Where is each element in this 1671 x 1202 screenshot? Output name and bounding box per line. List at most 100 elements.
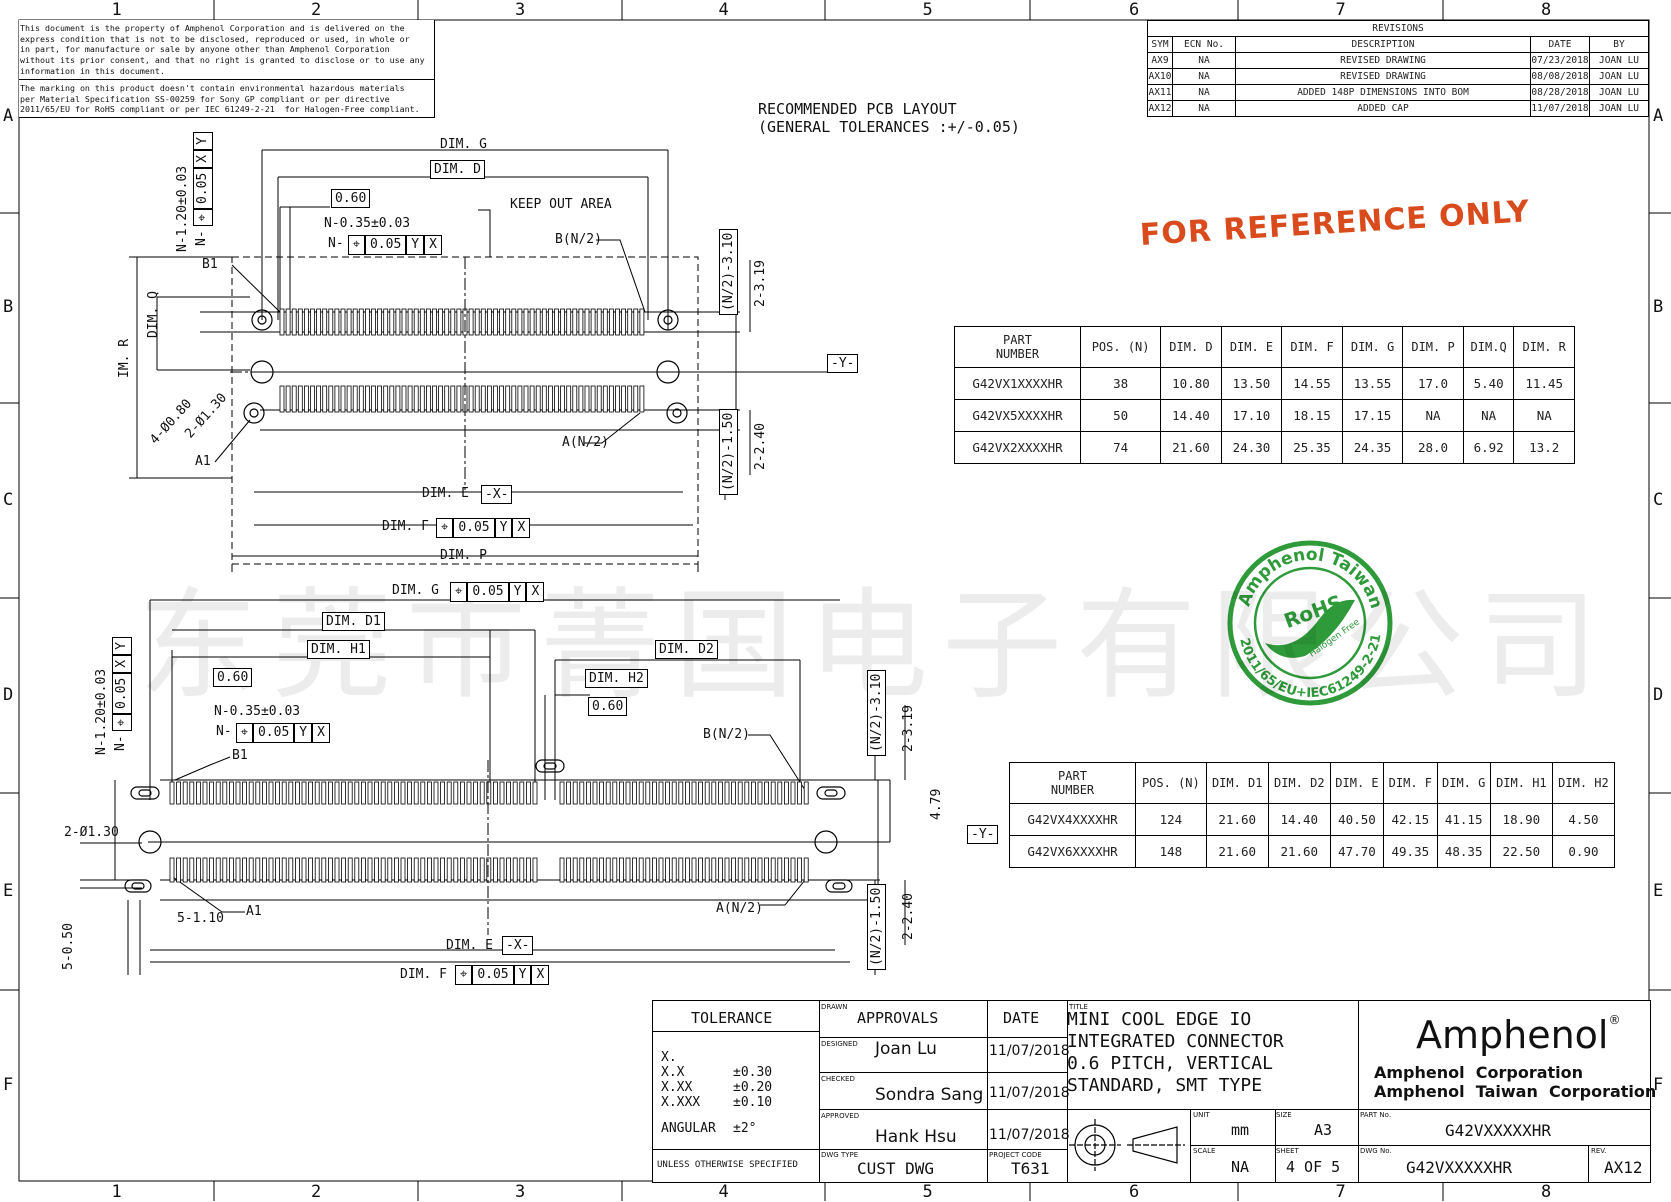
table-header-cell: DIM. D2	[1267, 762, 1331, 804]
designer-name: Joan Lu	[875, 1039, 937, 1059]
solder-pad	[182, 857, 188, 883]
solder-pad	[751, 857, 756, 883]
solder-pad	[615, 308, 620, 336]
revision-cell: NA	[1172, 84, 1236, 101]
solder-pad	[506, 781, 512, 805]
table-header-cell: POS. (N)	[1079, 326, 1162, 368]
dim-e-label: DIM. E	[446, 938, 493, 953]
solder-pad	[297, 385, 303, 413]
solder-pad	[433, 857, 439, 883]
unless-note: UNLESS OTHERWISE SPECIFIED	[657, 1160, 798, 1170]
revision-cell: 08/28/2018	[1530, 84, 1590, 101]
solder-pad	[310, 385, 315, 413]
table-cell: G42VX4XXXXHR	[1009, 803, 1136, 836]
solder-pad	[459, 857, 465, 883]
table-cell: NA	[1513, 399, 1575, 432]
solder-pad	[301, 781, 307, 805]
revision-cell: AX11	[1147, 84, 1173, 101]
designed-date: 11/07/2018	[989, 1043, 1070, 1059]
solder-pad	[724, 857, 730, 883]
table-cell: 28.0	[1402, 431, 1464, 464]
solder-pad	[486, 308, 492, 336]
third-angle-projection-icon	[1069, 1119, 1185, 1171]
solder-pad	[627, 385, 633, 413]
solder-pad	[479, 781, 485, 805]
solder-pad	[599, 857, 604, 883]
revisions-header-cell: ECN No.	[1172, 36, 1236, 53]
fcf-cell: X	[193, 149, 213, 168]
fcf-cell: N-	[193, 226, 213, 250]
dim-479-label: 4.79	[929, 788, 944, 820]
revision-cell: NA	[1172, 100, 1236, 117]
solder-pad	[803, 781, 809, 805]
solder-pad	[665, 857, 670, 883]
solder-pad	[602, 385, 608, 413]
revision-cell: AX9	[1147, 52, 1173, 69]
solder-pad	[612, 857, 618, 883]
layout-heading-line1: RECOMMENDED PCB LAYOUT	[758, 100, 957, 118]
solder-pad	[560, 308, 565, 336]
solder-pad	[425, 308, 431, 336]
datum-y-label: -Y-	[967, 825, 999, 844]
table-cell: 24.35	[1341, 431, 1404, 464]
solder-pad	[572, 857, 578, 883]
sheet-value: 4 OF 5	[1286, 1158, 1341, 1176]
solder-pad	[456, 385, 462, 413]
pitch-tol-label: N-0.35±0.03	[324, 216, 411, 231]
solder-pad	[268, 781, 274, 805]
solder-pad	[389, 308, 395, 336]
solder-pad	[380, 781, 386, 805]
solder-pad	[609, 308, 614, 336]
solder-pad	[360, 781, 366, 805]
solder-pad	[387, 857, 393, 883]
solder-pad	[444, 308, 450, 336]
revision-cell: ADDED 148P DIMENSIONS INTO BOM	[1235, 84, 1531, 101]
revision-cell: NA	[1172, 68, 1236, 85]
pin-bn2-label: B(N/2)	[703, 727, 750, 742]
dim-310-label: (N/2)-3.10	[719, 228, 738, 315]
table-cell: 24.30	[1220, 431, 1283, 464]
table-cell: 124	[1135, 803, 1207, 836]
solder-pad	[228, 781, 234, 805]
solder-pad	[468, 385, 474, 413]
dim-d2-label: DIM. D2	[655, 640, 718, 659]
solder-pad	[420, 781, 426, 805]
zone-row-label: E	[1653, 880, 1664, 901]
solder-pad	[658, 781, 664, 805]
solder-pad	[638, 857, 644, 883]
solder-pad	[288, 781, 294, 805]
zone-column-label: 6	[1129, 1182, 1140, 1202]
solder-pad	[327, 781, 333, 805]
solder-pad	[671, 781, 677, 805]
table-header-cell: DIM. H1	[1489, 762, 1553, 804]
solder-pad	[560, 385, 565, 413]
dim-060-label: 0.60	[331, 189, 371, 208]
solder-pad	[446, 857, 452, 883]
solder-pad	[346, 308, 352, 336]
table-cell: 38	[1079, 367, 1162, 400]
solder-pad	[308, 857, 314, 883]
solder-pad	[321, 781, 327, 805]
zone-row-label: D	[3, 684, 14, 705]
size-value: A3	[1314, 1121, 1333, 1139]
solder-pad	[744, 857, 750, 883]
solder-pad	[578, 385, 584, 413]
pitch-tol-label: N-0.35±0.03	[214, 704, 301, 719]
solder-pad	[512, 781, 518, 805]
table-cell: 41.15	[1436, 803, 1491, 836]
zone-row-label: C	[3, 489, 14, 510]
tolerance-value: ±0.10	[733, 1095, 773, 1110]
revision-cell: 08/08/2018	[1530, 68, 1590, 85]
solder-pad	[334, 857, 340, 883]
datum-y-label: -Y-	[827, 354, 859, 373]
fcf-cell: Y	[494, 518, 513, 538]
solder-pad	[638, 781, 644, 805]
solder-pad	[532, 781, 538, 805]
solder-pad	[377, 308, 383, 336]
position-tolerance-icon: ⌖	[455, 965, 473, 985]
